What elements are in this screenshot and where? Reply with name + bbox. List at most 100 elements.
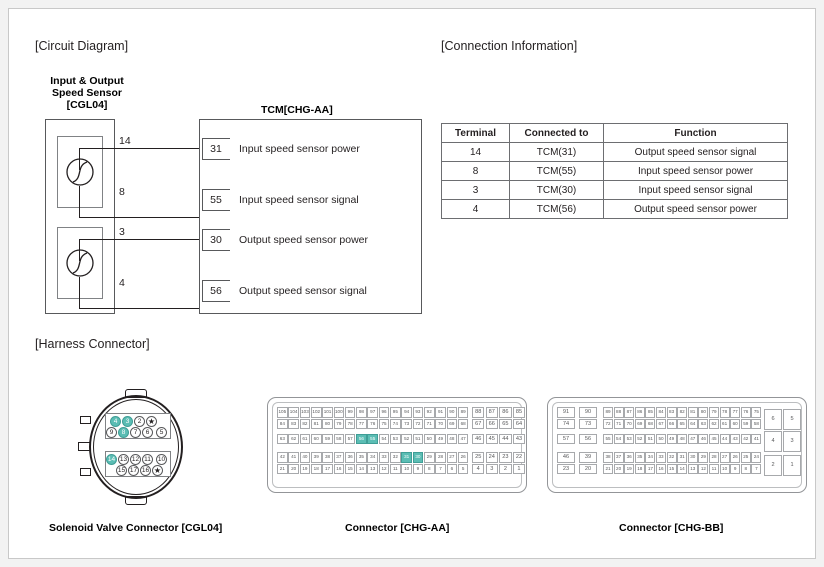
- chg-bb-pin-m63[interactable]: 63: [698, 418, 709, 430]
- chg-aa-pin-52[interactable]: 52: [401, 433, 412, 445]
- chg-bb-pin-m16[interactable]: 16: [656, 463, 666, 475]
- chg-aa-pin-46[interactable]: 46: [472, 433, 485, 445]
- chg-aa-pin-38[interactable]: 38: [322, 452, 333, 463]
- chg-bb-pin-91[interactable]: 91: [557, 407, 575, 418]
- chg-aa-pin-30[interactable]: 30: [412, 452, 424, 463]
- chg-aa-pin-27[interactable]: 27: [446, 452, 458, 463]
- chg-bb-pin-m79[interactable]: 79: [709, 407, 719, 418]
- chg-aa-pin-17[interactable]: 17: [322, 463, 333, 475]
- chg-bb-pin-m72[interactable]: 72: [603, 418, 613, 430]
- chg-aa-pin-25[interactable]: 25: [472, 452, 485, 463]
- chg-bb-pin-r3[interactable]: 3: [783, 431, 801, 452]
- chg-bb-pin-m71[interactable]: 71: [613, 418, 624, 430]
- cgl04-pin-7[interactable]: 7: [130, 427, 141, 438]
- chg-aa-pin-6[interactable]: 6: [446, 463, 458, 475]
- chg-bb-pin-m50[interactable]: 50: [656, 433, 666, 445]
- chg-aa-pin-83[interactable]: 83: [288, 418, 299, 430]
- cgl04-pin-star-top[interactable]: ★: [146, 415, 157, 427]
- chg-aa-pin-43[interactable]: 43: [512, 433, 526, 445]
- chg-aa-pin-91[interactable]: 91: [435, 407, 446, 418]
- chg-bb-pin-m68[interactable]: 68: [645, 418, 656, 430]
- chg-bb-pin-m87[interactable]: 87: [624, 407, 635, 418]
- chg-aa-pin-22[interactable]: 22: [512, 452, 526, 463]
- chg-bb-pin-m46[interactable]: 46: [698, 433, 709, 445]
- chg-aa-pin-80[interactable]: 80: [322, 418, 333, 430]
- chg-bb-pin-m76[interactable]: 76: [740, 407, 751, 418]
- chg-bb-pin-20[interactable]: 20: [579, 463, 597, 475]
- chg-aa-pin-18[interactable]: 18: [310, 463, 322, 475]
- chg-aa-pin-79[interactable]: 79: [333, 418, 345, 430]
- chg-bb-pin-m41[interactable]: 41: [751, 433, 762, 445]
- chg-bb-pin-r2[interactable]: 2: [764, 455, 782, 476]
- chg-bb-pin-m24[interactable]: 24: [751, 452, 762, 463]
- chg-bb-pin-m60[interactable]: 60: [730, 418, 741, 430]
- chg-aa-pin-26[interactable]: 26: [457, 452, 469, 463]
- cgl04-pin-13[interactable]: 13: [118, 453, 129, 465]
- chg-aa-pin-92[interactable]: 92: [423, 407, 435, 418]
- chg-bb-pin-m13[interactable]: 13: [687, 463, 698, 475]
- chg-aa-pin-21[interactable]: 21: [277, 463, 288, 475]
- chg-aa-pin-67[interactable]: 67: [472, 418, 485, 430]
- chg-aa-pin-41[interactable]: 41: [288, 452, 299, 463]
- chg-bb-pin-m26[interactable]: 26: [730, 452, 741, 463]
- chg-aa-pin-3[interactable]: 3: [485, 463, 498, 475]
- chg-aa-pin-44[interactable]: 44: [499, 433, 512, 445]
- chg-bb-pin-m44[interactable]: 44: [719, 433, 730, 445]
- chg-bb-pin-m62[interactable]: 62: [709, 418, 719, 430]
- chg-bb-pin-m14[interactable]: 14: [677, 463, 688, 475]
- chg-aa-pin-12[interactable]: 12: [378, 463, 390, 475]
- chg-aa-pin-23[interactable]: 23: [499, 452, 512, 463]
- chg-aa-pin-48[interactable]: 48: [446, 433, 458, 445]
- chg-aa-pin-103[interactable]: 103: [299, 407, 311, 418]
- chg-aa-pin-102[interactable]: 102: [310, 407, 322, 418]
- chg-aa-pin-7[interactable]: 7: [435, 463, 446, 475]
- chg-aa-pin-9[interactable]: 9: [412, 463, 424, 475]
- chg-aa-pin-60[interactable]: 60: [310, 433, 322, 445]
- cgl04-pin-3[interactable]: 3: [122, 415, 133, 427]
- chg-bb-pin-m51[interactable]: 51: [645, 433, 656, 445]
- chg-bb-pin-m28[interactable]: 28: [709, 452, 719, 463]
- chg-bb-pin-m83[interactable]: 83: [666, 407, 677, 418]
- chg-aa-pin-73[interactable]: 73: [401, 418, 412, 430]
- chg-bb-pin-m8[interactable]: 8: [740, 463, 751, 475]
- chg-aa-pin-47[interactable]: 47: [457, 433, 469, 445]
- chg-aa-pin-82[interactable]: 82: [299, 418, 311, 430]
- chg-bb-pin-m37[interactable]: 37: [613, 452, 624, 463]
- chg-aa-pin-89[interactable]: 89: [457, 407, 469, 418]
- chg-bb-pin-m61[interactable]: 61: [719, 418, 730, 430]
- chg-bb-pin-m77[interactable]: 77: [730, 407, 741, 418]
- chg-aa-pin-32[interactable]: 32: [390, 452, 401, 463]
- cgl04-pin-8[interactable]: 8: [118, 427, 129, 438]
- chg-aa-pin-75[interactable]: 75: [378, 418, 390, 430]
- cgl04-pin-6[interactable]: 6: [142, 427, 153, 438]
- chg-aa-pin-56[interactable]: 56: [356, 433, 367, 445]
- chg-aa-pin-36[interactable]: 36: [344, 452, 356, 463]
- cgl04-pin-4[interactable]: 4: [110, 415, 121, 427]
- chg-bb-pin-m27[interactable]: 27: [719, 452, 730, 463]
- chg-bb-pin-m80[interactable]: 80: [698, 407, 709, 418]
- cgl04-pin-12[interactable]: 12: [130, 453, 141, 465]
- chg-aa-pin-63[interactable]: 63: [277, 433, 288, 445]
- chg-aa-pin-86[interactable]: 86: [499, 407, 512, 418]
- cgl04-pin-2[interactable]: 2: [134, 415, 145, 427]
- chg-bb-pin-m15[interactable]: 15: [666, 463, 677, 475]
- chg-bb-pin-m58[interactable]: 58: [751, 418, 762, 430]
- cgl04-pin-9[interactable]: 9: [106, 427, 117, 438]
- chg-bb-pin-m88[interactable]: 88: [613, 407, 624, 418]
- chg-bb-pin-m67[interactable]: 67: [656, 418, 666, 430]
- chg-bb-pin-m25[interactable]: 25: [740, 452, 751, 463]
- chg-bb-pin-m42[interactable]: 42: [740, 433, 751, 445]
- chg-aa-pin-84[interactable]: 84: [277, 418, 288, 430]
- chg-bb-pin-m75[interactable]: 75: [751, 407, 762, 418]
- chg-bb-pin-m43[interactable]: 43: [730, 433, 741, 445]
- chg-aa-pin-104[interactable]: 104: [288, 407, 299, 418]
- chg-bb-pin-90[interactable]: 90: [579, 407, 597, 418]
- chg-bb-pin-m52[interactable]: 52: [634, 433, 645, 445]
- chg-aa-pin-59[interactable]: 59: [322, 433, 333, 445]
- cgl04-pin-17[interactable]: 17: [128, 465, 139, 476]
- chg-bb-pin-m7[interactable]: 7: [751, 463, 762, 475]
- chg-bb-pin-m21[interactable]: 21: [603, 463, 613, 475]
- chg-aa-pin-72[interactable]: 72: [412, 418, 424, 430]
- chg-bb-pin-m69[interactable]: 69: [634, 418, 645, 430]
- chg-bb-pin-39[interactable]: 39: [579, 452, 597, 463]
